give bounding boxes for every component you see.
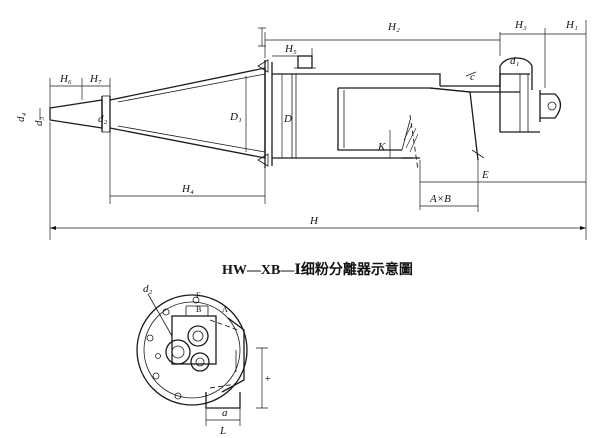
figure-title: HW—XB—Ⅰ细粉分離器示意圖 — [222, 261, 413, 278]
label-H4: H₄ — [181, 183, 194, 195]
inlet-duct — [429, 87, 479, 161]
label-H6: H₆ — [59, 73, 72, 85]
outlet-chamber-top — [440, 73, 530, 87]
label-d2: d₂ — [98, 113, 108, 125]
label-E: E — [481, 169, 489, 181]
label-H: H — [309, 215, 319, 227]
svg-text:+: + — [264, 373, 271, 385]
label-d2-plan: d₂ — [143, 283, 153, 295]
outer-shell — [136, 294, 248, 406]
label-H2: H₂ — [387, 21, 400, 33]
label-F: F — [196, 291, 201, 300]
tube-3 — [190, 352, 210, 372]
label-a: a — [222, 407, 228, 419]
label-AxB: A×B — [429, 193, 451, 205]
tube-1 — [165, 339, 191, 365]
label-H1: H₁ — [565, 19, 578, 31]
d1-pipe-top — [499, 57, 533, 67]
label-H3: H₃ — [514, 19, 527, 31]
outlet-chamber-body — [499, 96, 540, 133]
tube-2 — [187, 325, 209, 347]
label-L: L — [219, 425, 226, 437]
label-D: D — [283, 113, 292, 125]
cylinder-top — [272, 73, 441, 86]
end-cap — [540, 93, 562, 119]
label-d1: d₁ — [510, 55, 520, 67]
label-d3: d₃ — [33, 117, 45, 127]
label-D1: D₁ — [229, 111, 242, 123]
label-B: B — [196, 305, 201, 314]
label-d4: d₄ — [15, 113, 27, 123]
label-H5: H₅ — [284, 43, 297, 55]
plan-base — [205, 392, 241, 409]
elevation-view: H H₂ H₃ H₁ H₅ H₆ H₇ H₄ D₁ — [15, 19, 587, 240]
plan-view: d₂ F B A + L a — [136, 283, 271, 437]
outlet-nozzle — [49, 99, 103, 129]
label-c: c — [470, 71, 475, 83]
label-K: K — [377, 141, 386, 153]
label-A: A — [222, 305, 228, 314]
inlet-hatch — [403, 123, 419, 153]
plan-inlet-duct — [221, 317, 245, 393]
inner-pipe-left — [337, 88, 402, 151]
label-H7: H₇ — [89, 73, 102, 85]
inner-pipe-top — [338, 87, 520, 93]
inner-frame — [171, 315, 217, 365]
top-vent — [297, 55, 313, 69]
